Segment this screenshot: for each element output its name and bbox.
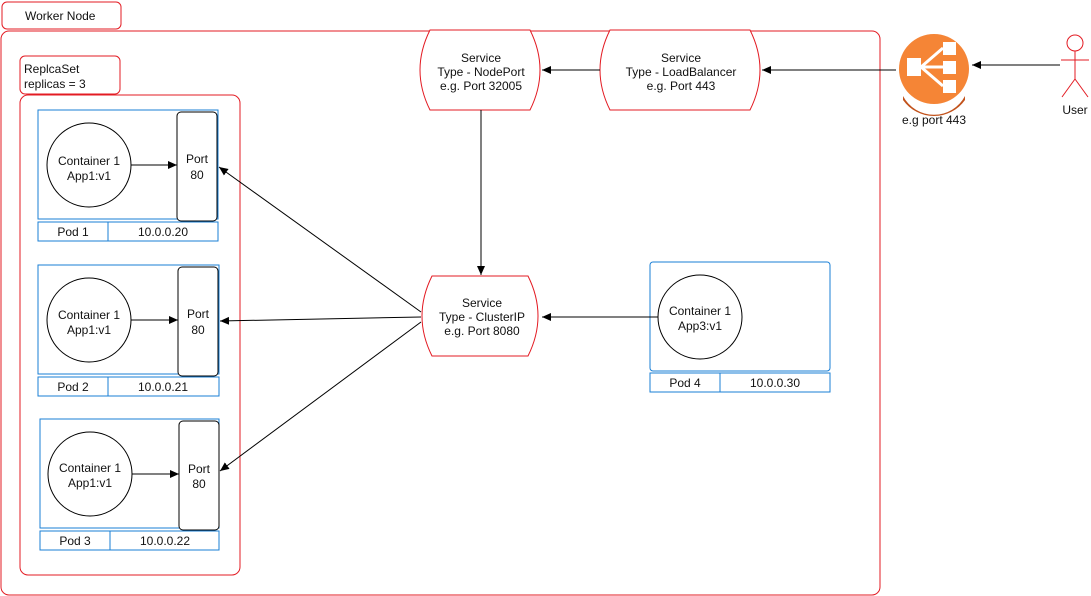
pod-ip: 10.0.0.20 (138, 225, 188, 239)
container-app: App1:v1 (67, 323, 111, 337)
pod-ip-cell (107, 376, 220, 397)
service-port: e.g. Port 8080 (444, 324, 520, 338)
service-port: e.g. Port 443 (647, 79, 716, 93)
load-balancer-icon (899, 34, 969, 117)
service-port: e.g. Port 32005 (440, 79, 522, 93)
service-title: Service (462, 296, 502, 310)
service-clusterip: Service Type - ClusterIP e.g. Port 8080 (421, 275, 539, 357)
pod-ip: 10.0.0.30 (750, 376, 800, 390)
container-app: App1:v1 (67, 169, 111, 183)
pod-ip-cell (109, 530, 220, 551)
stick-figure-icon (1061, 34, 1089, 98)
worker-node-label: Worker Node (25, 9, 96, 23)
service-title: Service (461, 51, 501, 65)
container-name: Container 1 (58, 154, 120, 168)
pod-ip-cell (107, 221, 219, 242)
service-title: Service (661, 51, 701, 65)
service-shape (421, 275, 539, 357)
pod-1: Container 1 App1:v1 Port 80 Pod 1 10.0.0… (37, 109, 219, 242)
replicaset-label-box (19, 55, 121, 95)
load-balancer-caption: e.g port 443 (902, 113, 966, 127)
service-type: Type - LoadBalancer (626, 65, 737, 79)
port-label: Port (186, 152, 209, 166)
container-name: Container 1 (59, 461, 121, 475)
port-number: 80 (191, 323, 205, 337)
pod-name: Pod 4 (669, 376, 701, 390)
container-name: Container 1 (58, 308, 120, 322)
container-name: Container 1 (669, 304, 731, 318)
pod-ip: 10.0.0.21 (138, 380, 188, 394)
pod-2: Container 1 App1:v1 Port 80 Pod 2 10.0.0… (37, 264, 220, 397)
pod-3: Container 1 App1:v1 Port 80 Pod 3 10.0.0… (39, 418, 220, 551)
pod-ip: 10.0.0.22 (140, 534, 190, 548)
port-label: Port (187, 307, 210, 321)
pod-name: Pod 2 (57, 380, 89, 394)
connectors (131, 61, 1060, 478)
service-shape (419, 29, 541, 111)
port-label: Port (188, 462, 211, 476)
service-type: Type - NodePort (437, 65, 525, 79)
worker-node-label-box (1, 1, 122, 30)
replicaset-frame (19, 94, 241, 576)
container-app: App3:v1 (678, 319, 722, 333)
service-loadbalancer: Service Type - LoadBalancer e.g. Port 44… (599, 29, 761, 111)
pod-name: Pod 3 (59, 534, 91, 548)
port-number: 80 (190, 168, 204, 182)
service-nodeport: Service Type - NodePort e.g. Port 32005 (419, 29, 541, 111)
edge-clusterip-to-pod1-port (218, 166, 422, 313)
edge-clusterip-to-pod3-port (219, 321, 422, 472)
replicaset-name: ReplcaSet (24, 62, 80, 76)
port-box (177, 266, 219, 377)
service-type: Type - ClusterIP (439, 310, 525, 324)
port-box (176, 111, 218, 222)
pod-frame (37, 109, 219, 220)
replicaset-replicas: replicas = 3 (24, 77, 86, 91)
container-app: App1:v1 (68, 476, 112, 490)
port-number: 80 (192, 477, 206, 491)
user-label: User (1062, 103, 1087, 117)
pod-4: Container 1 App3:v1 Pod 4 10.0.0.30 (649, 261, 831, 393)
port-box (178, 420, 220, 531)
edge-clusterip-to-pod2-port (219, 316, 422, 325)
service-shape (599, 29, 761, 111)
pod-name: Pod 1 (57, 225, 89, 239)
pod-frame (37, 264, 220, 375)
pod-ip-cell (719, 372, 831, 393)
